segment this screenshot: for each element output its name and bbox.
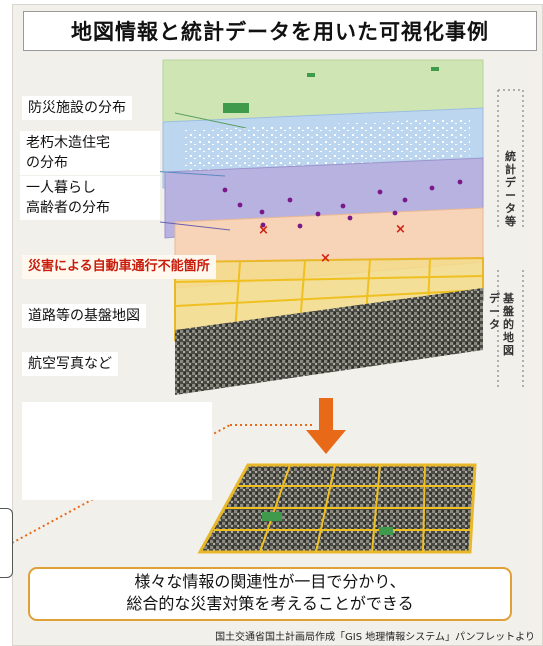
elderly-marker (315, 211, 321, 217)
layer-label-road-closures: 災害による自動車通行不能箇所 (22, 255, 216, 279)
side-label-base-map: 基盤的地図 (503, 292, 514, 357)
callout-bracket (0, 508, 13, 578)
elderly-marker (347, 215, 353, 221)
side-label-statistics: 統計データ等 (505, 150, 516, 228)
composite-map (197, 463, 477, 554)
closure-marker-icon: × (320, 251, 331, 266)
summary-box: 様々な情報の関連性が一目で分かり、 総合的な災害対策を考えることができる (28, 567, 512, 621)
side-label-base-map-data: データ (489, 292, 500, 331)
elderly-marker (297, 223, 303, 229)
closure-marker-icon: × (395, 222, 406, 237)
blank-info-box (22, 402, 212, 500)
elderly-marker (260, 222, 266, 228)
elderly-marker (457, 179, 463, 185)
arrow-down-icon (306, 398, 346, 454)
elderly-marker (429, 185, 435, 191)
summary-line-2: 総合的な災害対策を考えることができる (126, 594, 414, 613)
elderly-marker (222, 187, 228, 193)
layer-label-aerial-photo: 航空写真など (22, 352, 118, 376)
elderly-marker (287, 197, 293, 203)
diagram-title: 地図情報と統計データを用いた可視化事例 (23, 11, 537, 51)
closure-marker-icon: × (258, 223, 269, 238)
layer-aerial-photo (175, 288, 483, 395)
facility-marker (223, 103, 249, 113)
facility-marker (379, 527, 393, 535)
source-credit: 国土交通省国土計画局作成「GIS 地理情報システム」パンフレットより (215, 632, 535, 643)
elderly-marker (377, 189, 383, 195)
facility-marker (431, 67, 439, 71)
elderly-marker (340, 203, 346, 209)
layer-label-base-road-map: 道路等の基盤地図 (22, 304, 146, 328)
layer-label-disaster-facilities: 防災施設の分布 (22, 96, 132, 120)
elderly-marker (259, 209, 265, 215)
elderly-marker (402, 197, 408, 203)
layer-label-old-wooden-houses: 老朽木造住宅 の分布 (20, 131, 160, 175)
layer-label-elderly-living-alone: 一人暮らし 高齢者の分布 (20, 176, 160, 220)
facility-marker (307, 73, 315, 77)
summary-line-1: 様々な情報の関連性が一目で分かり、 (134, 572, 406, 591)
elderly-marker (392, 210, 398, 216)
elderly-marker (237, 202, 243, 208)
facility-marker (262, 512, 282, 521)
